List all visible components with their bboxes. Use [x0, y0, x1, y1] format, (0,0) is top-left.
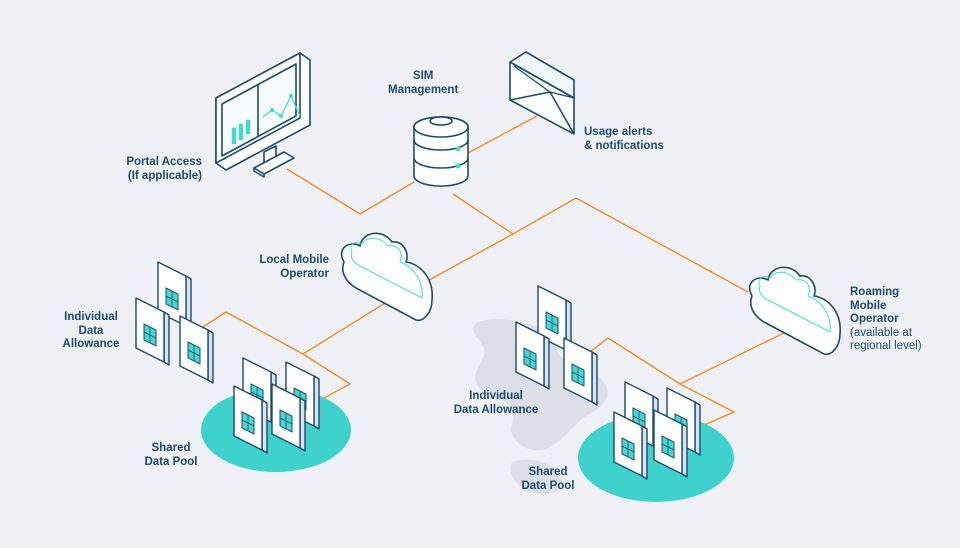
sim-card-icon — [515, 321, 550, 390]
shared-pool-right-label: Shared Data Pool — [521, 466, 575, 492]
portal-access-label: Portal Access (If applicable) — [126, 156, 202, 182]
link-sim-envelope — [467, 115, 538, 154]
sim-cards — [135, 261, 701, 480]
sim-card-icon — [135, 297, 170, 366]
link-hub-roaming — [512, 197, 749, 293]
link-sim-hub — [452, 193, 514, 235]
cloud-icon — [748, 266, 841, 356]
link-portal-sim — [286, 168, 415, 215]
individual-allowance-left-label: Individual Data Allowance — [62, 311, 120, 350]
sim-card-icon — [653, 409, 688, 478]
roaming-mobile-operator-label: Roaming Mobile Operator (available at re… — [850, 286, 922, 352]
envelope-icon — [509, 51, 575, 135]
sim-card-icon — [179, 315, 214, 384]
link-roaming-pool-right — [678, 329, 791, 427]
sim-card-icon — [233, 385, 268, 454]
individual-allowance-right-label: Individual Data Allowance — [453, 390, 539, 416]
usage-alerts-label: Usage alerts & notifications — [584, 126, 664, 152]
sim-card-icon — [563, 337, 598, 406]
local-mobile-operator-label: Local Mobile Operator — [259, 254, 329, 280]
link-hub-local — [419, 233, 514, 286]
link-local-pool-left — [301, 299, 391, 411]
monitor-icon — [215, 52, 311, 178]
sim-management-label: SIM Management — [388, 70, 459, 96]
sim-card-icon — [157, 261, 192, 330]
link-allowance-right — [589, 337, 681, 385]
connection-lines — [185, 115, 791, 427]
sim-card-icon — [271, 383, 306, 452]
sim-card-icon — [613, 411, 648, 480]
shared-pool-left-label: Shared Data Pool — [144, 442, 198, 468]
database-icon — [413, 116, 469, 187]
cloud-icon — [340, 232, 433, 322]
